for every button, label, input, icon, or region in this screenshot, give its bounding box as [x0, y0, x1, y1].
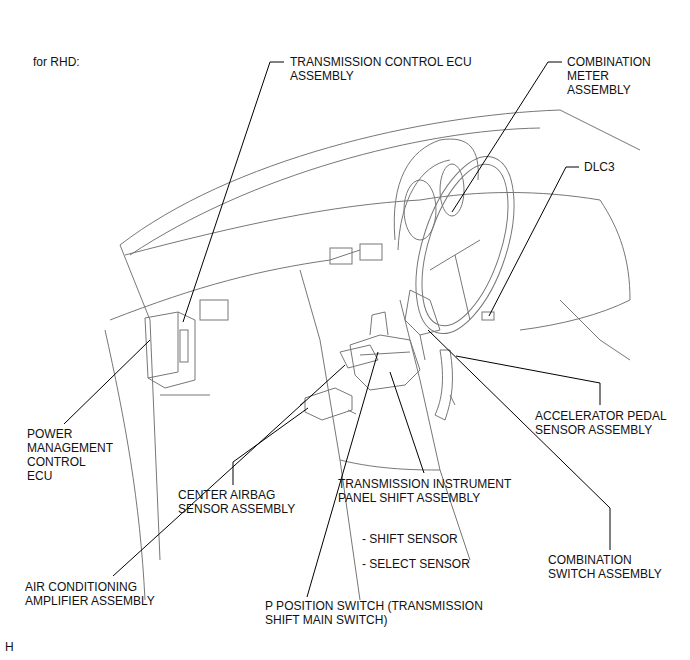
part-label: P POSITION SWITCH (TRANSMISSION SHIFT MA… [265, 599, 490, 627]
part-label: CENTER AIRBAG SENSOR ASSEMBLY [178, 488, 300, 516]
figure-code: H [5, 640, 35, 654]
part-label: DLC3 [584, 160, 644, 174]
part-label: TRANSMISSION INSTRUMENT PANEL SHIFT ASSE… [338, 477, 543, 505]
sub-item-label: - SHIFT SENSOR [362, 532, 512, 546]
heading-note: for RHD: [33, 55, 153, 69]
part-label: COMBINATION SWITCH ASSEMBLY [548, 553, 673, 581]
sub-item-label: - SELECT SENSOR [362, 557, 512, 571]
part-label: ACCELERATOR PEDAL SENSOR ASSEMBLY [535, 409, 685, 437]
part-label: TRANSMISSION CONTROL ECU ASSEMBLY [290, 55, 490, 83]
part-label: AIR CONDITIONING AMPLIFIER ASSEMBLY [25, 580, 185, 608]
part-label: COMBINATION METER ASSEMBLY [567, 55, 662, 97]
part-label: POWER MANAGEMENT CONTROL ECU [27, 427, 113, 483]
